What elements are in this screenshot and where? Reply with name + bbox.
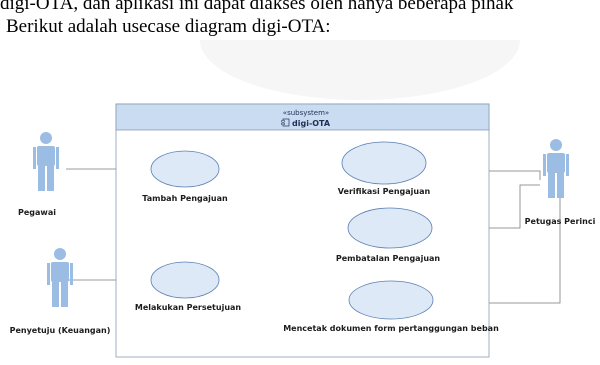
system-name: digi-OTA <box>292 119 331 128</box>
system-boundary: «subsystem» digi-OTA <box>115 103 490 358</box>
use-case-mencetak-dokumen <box>348 280 434 320</box>
actor-label: Pegawai <box>18 208 56 217</box>
intro-text-block: digi-OTA, dan aplikasi ini dapat diakses… <box>0 0 600 50</box>
use-cases <box>150 141 434 320</box>
system-stereotype: «subsystem» <box>283 109 329 117</box>
use-case-label: Pembatalan Pengajuan <box>336 254 441 263</box>
use-case-melakukan-persetujuan <box>150 261 220 299</box>
intro-line: Berikut adalah usecase diagram digi-OTA: <box>6 16 331 37</box>
use-case-labels: Tambah Pengajuan Melakukan Persetujuan V… <box>135 187 499 333</box>
actor-penyetuju-icon <box>47 248 73 307</box>
use-case-label: Tambah Pengajuan <box>142 194 228 203</box>
use-case-label: Mencetak dokumen form pertanggungan beba… <box>283 324 499 333</box>
actor-label: Petugas Perinci <box>525 217 596 226</box>
use-case-tambah-pengajuan <box>150 150 220 188</box>
actor-figures <box>33 132 569 307</box>
use-case-label: Verifikasi Pengajuan <box>338 187 431 196</box>
use-case-verifikasi-pengajuan <box>341 141 427 185</box>
component-icon <box>281 118 290 127</box>
intro-previous-line: digi-OTA, dan aplikasi ini dapat diakses… <box>0 0 514 14</box>
actor-petugas-icon <box>543 139 569 198</box>
actor-labels: Pegawai Penyetuju (Keuangan) Petugas Per… <box>10 208 596 335</box>
system-header <box>115 103 490 131</box>
actor-pegawai-icon <box>33 132 59 191</box>
use-case-pembatalan-pengajuan <box>347 207 433 249</box>
use-case-label: Melakukan Persetujuan <box>135 303 242 312</box>
actor-label: Penyetuju (Keuangan) <box>10 326 111 335</box>
